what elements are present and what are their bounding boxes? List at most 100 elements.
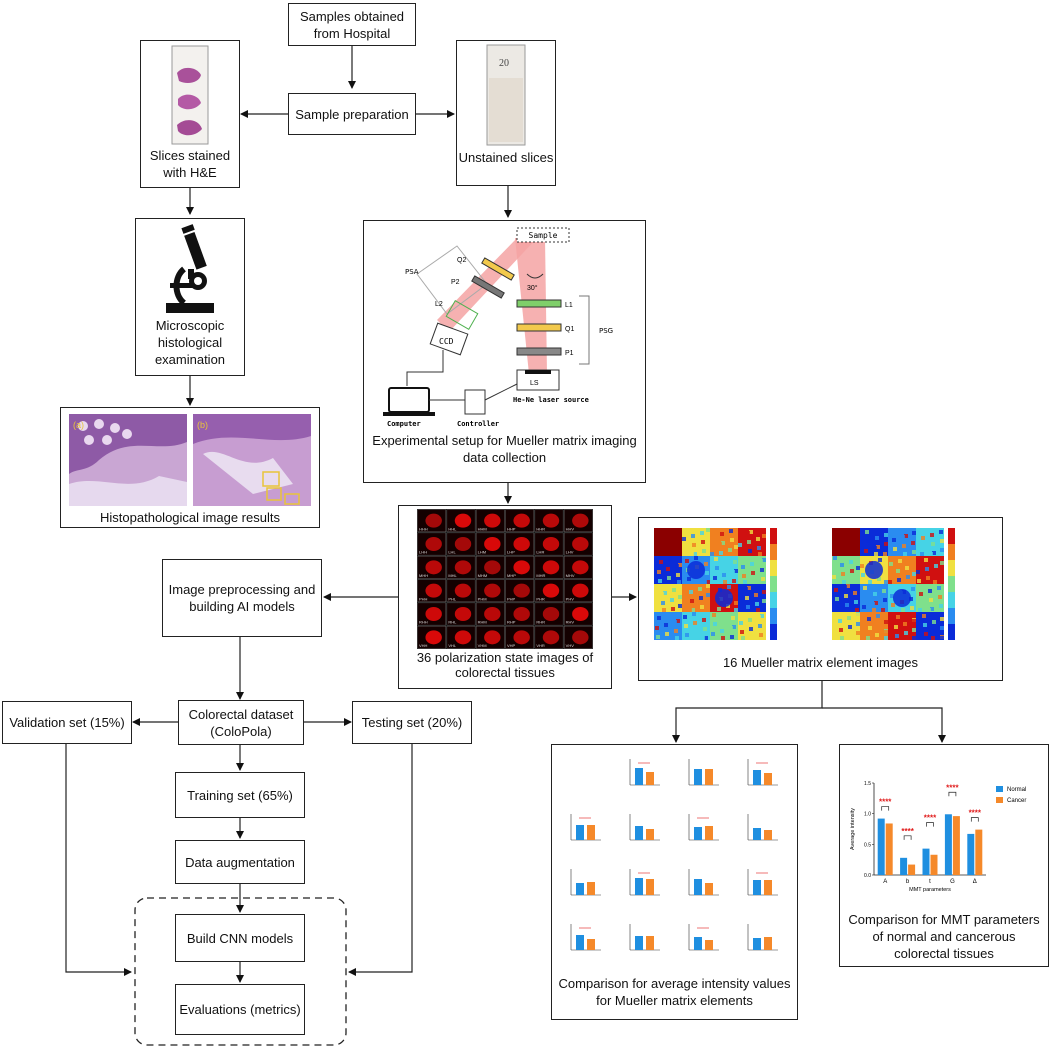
mm-texture <box>915 570 920 574</box>
mm-texture <box>905 575 910 579</box>
mini-bar-cancer <box>586 825 595 840</box>
mm-texture <box>895 615 900 619</box>
mm-texture <box>704 571 709 575</box>
histo-caption: Histopathological image results <box>100 510 280 525</box>
mm-texture <box>681 537 686 541</box>
mm-texture <box>929 607 934 611</box>
arrow-mm16-avg <box>672 681 823 743</box>
mm-texture <box>939 636 944 640</box>
mm-texture <box>895 569 900 573</box>
mm-texture <box>719 532 724 536</box>
mmt-significance-label: **** <box>901 827 914 836</box>
polar-tissue <box>542 607 560 621</box>
mm-texture <box>900 608 905 612</box>
mm-texture <box>894 634 899 638</box>
mm-texture <box>911 531 916 535</box>
polar-tissue <box>425 630 442 645</box>
polar-cell-label: RHH <box>419 620 428 625</box>
mini-bar-normal <box>575 883 584 895</box>
mm-texture <box>903 534 908 538</box>
mm-texture <box>922 623 927 627</box>
mm-texture <box>923 632 928 636</box>
polar-cell-label: LHM <box>478 550 486 555</box>
mm-texture <box>747 618 752 622</box>
mm-texture <box>893 528 898 532</box>
mm-element <box>859 612 888 640</box>
mm-texture <box>684 559 689 563</box>
mm-texture <box>909 606 914 610</box>
mmt-y-axis-label: Average intensity <box>850 808 856 850</box>
mm-texture <box>731 579 736 583</box>
augmentation-label: Data augmentation <box>185 854 295 870</box>
setup-controller-label: Controller <box>457 420 499 428</box>
mm-texture <box>689 599 694 603</box>
mm-texture <box>759 568 764 572</box>
mm-texture <box>710 632 715 636</box>
mm-texture <box>844 603 849 607</box>
mm-texture <box>703 636 708 640</box>
polar-tissue <box>484 607 501 621</box>
mm-texture <box>932 629 937 633</box>
mm-texture <box>882 552 887 556</box>
mm-texture <box>860 573 865 577</box>
unstained-label: Unstained slices <box>458 150 554 165</box>
mm-texture <box>705 580 710 584</box>
mm-texture <box>928 552 933 556</box>
mm-texture <box>873 552 878 556</box>
mm-colorbar-segment <box>769 576 777 592</box>
microscopic-box: Microscopic histological examination <box>135 218 245 376</box>
mmt-significance-label: **** <box>879 798 892 807</box>
mm-texture <box>876 577 881 581</box>
mm-texture <box>748 627 753 631</box>
mmt-legend-swatch <box>996 797 1003 803</box>
mm-texture <box>663 623 668 627</box>
polar-cell-label: LHV <box>566 550 574 555</box>
polar-cell-label: MHH <box>419 573 428 578</box>
mm-texture <box>758 633 763 637</box>
mmt-bar-cancer <box>908 864 916 875</box>
histo-image-a: (a) <box>69 414 187 506</box>
mm-texture <box>665 613 670 617</box>
mm-texture <box>834 597 839 601</box>
polar-cell-label: HHM <box>478 526 487 531</box>
polar-tissue <box>572 630 589 645</box>
mm-texture <box>931 620 936 624</box>
mini-bar-cancer <box>645 772 654 785</box>
microscopic-label: Microscopic histological examination <box>154 318 226 367</box>
mm-texture <box>862 586 867 590</box>
histo-box: (a) (b) Histopathological image results <box>60 407 320 528</box>
polar-cell-label: RHR <box>536 620 545 625</box>
mm-texture <box>717 542 722 546</box>
mm-texture <box>686 577 691 581</box>
mm-texture <box>721 573 726 577</box>
mm-texture <box>677 604 682 608</box>
mm-texture <box>716 607 721 611</box>
mmt-bar-cancer <box>975 829 983 875</box>
mm-texture <box>927 589 932 593</box>
mm-texture <box>675 573 680 577</box>
build-cnn-box: Build CNN models <box>175 914 305 962</box>
mm-texture <box>693 556 698 560</box>
mm-texture <box>714 566 719 570</box>
mm-texture <box>919 552 924 556</box>
unstained-box: 20 Unstained slices <box>456 40 556 186</box>
mm-texture <box>831 575 836 579</box>
polar-cell-label: VHM <box>478 643 487 648</box>
polar-cell-label: VHV <box>566 643 575 648</box>
testing-box: Testing set (20%) <box>352 701 472 744</box>
mm-texture <box>840 572 845 576</box>
mm-texture <box>699 531 704 535</box>
mm-texture <box>872 592 877 596</box>
polar-tissue <box>454 560 472 575</box>
mm-texture <box>728 626 733 630</box>
mm-texture <box>712 622 717 626</box>
polar-tissue <box>513 607 530 621</box>
mm-texture <box>911 563 916 567</box>
mm-texture <box>911 619 916 623</box>
mmt-significance-bracket <box>926 822 934 827</box>
polar-cell-label: VHP <box>507 643 516 648</box>
mm-texture <box>671 588 676 592</box>
mini-bar-normal <box>575 935 584 950</box>
mm-texture <box>731 625 736 629</box>
